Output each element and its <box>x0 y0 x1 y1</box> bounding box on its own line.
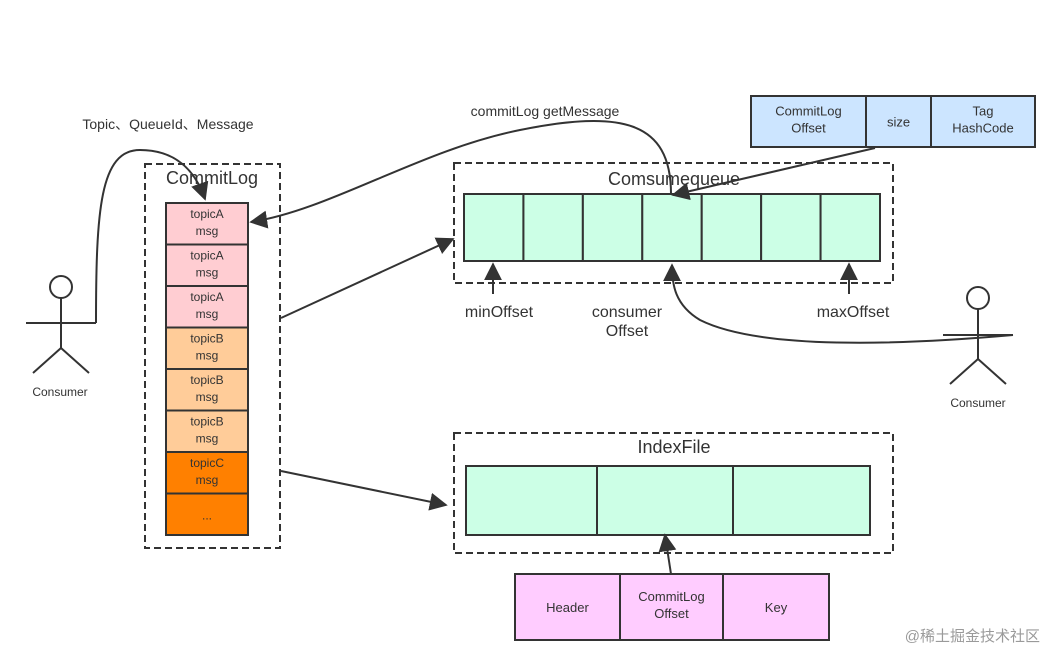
consumequeue-cell <box>522 193 584 262</box>
consumequeue-cell <box>463 193 525 262</box>
commitlog-cell-label-line2: msg <box>196 431 219 445</box>
consumequeue-cells <box>463 193 881 262</box>
consumequeue-cell <box>581 193 644 262</box>
commitlog-container <box>144 163 281 549</box>
commitlog-cell-label-line2: msg <box>196 390 219 404</box>
commitlog-cell <box>165 492 249 536</box>
cq-entry-field-label-line1: Tag <box>973 104 994 119</box>
commitlog-cell <box>165 368 249 412</box>
cq-entry-field-label-line2: Offset <box>791 121 826 136</box>
indexfile-container <box>453 432 894 554</box>
watermark: @稀土掘金技术社区 <box>905 628 1040 645</box>
index-entry-field-label-line2: Offset <box>654 606 689 621</box>
commitlog-cells: topicA msg topicA msg topicA msg topicB msg topi… <box>165 202 249 536</box>
min-offset-label: minOffset <box>465 304 534 321</box>
consumequeue-title: Comsumequeue <box>608 169 740 189</box>
commitlog-cell-label: ... <box>202 508 212 522</box>
commitlog-cell-label-line1: topicB <box>190 414 223 428</box>
get-message-arrow <box>249 120 672 229</box>
indexfile-cells <box>465 465 871 536</box>
get-message-note: commitLog getMessage <box>471 103 620 119</box>
commitlog-cell-label-line1: topicC <box>190 456 224 470</box>
commitlog-cell-label-line2: msg <box>196 473 219 487</box>
index-entry-field-label-line1: CommitLog <box>638 589 704 604</box>
consumequeue-cell <box>641 193 703 262</box>
commitlog-cell <box>165 243 249 287</box>
indexfile-title: IndexFile <box>637 437 710 457</box>
commitlog-cell-label-line1: topicA <box>190 290 223 304</box>
indexfile-cell <box>732 465 871 536</box>
max-offset-label: maxOffset <box>817 304 890 321</box>
consumequeue-cell <box>760 193 822 262</box>
commitlog-cell <box>165 326 249 370</box>
cq-entry-field-label-line2: HashCode <box>952 121 1013 136</box>
consumer-offset-label-line2: Offset <box>606 323 649 340</box>
commitlog-cell <box>165 202 249 246</box>
index-entry-field <box>722 573 830 641</box>
cq-entry-arrow <box>671 147 876 201</box>
commitlog-cell-label-line1: topicB <box>190 373 223 387</box>
write-arrow <box>95 148 209 324</box>
consumequeue-cell <box>700 193 763 262</box>
commitlog-cell-label-line1: topicB <box>190 331 223 345</box>
cq-entry-field-label: size <box>887 115 910 130</box>
indexfile-cell <box>596 465 734 536</box>
consumer-left-figure <box>26 275 96 374</box>
cq-entry-field <box>930 95 1036 148</box>
consumequeue-cell <box>819 193 881 262</box>
commitlog-cell-label-line1: topicA <box>190 207 223 221</box>
commitlog-cell-label-line1: topicA <box>190 248 223 262</box>
index-entry-field-label: Header <box>546 600 589 615</box>
commitlog-cell-label-line2: msg <box>196 224 219 238</box>
consumer-right-label: Consumer <box>950 396 1005 410</box>
commitlog-cell-label-line2: msg <box>196 265 219 279</box>
cq-entry-field-label-line1: CommitLog <box>775 104 841 119</box>
commitlog-cell-label-line2: msg <box>196 348 219 362</box>
commitlog-to-consumequeue-arrow <box>280 237 455 319</box>
consumer-offset-arrow <box>663 263 1014 344</box>
consumer-right-figure <box>943 286 1013 385</box>
commitlog-cell <box>165 285 249 329</box>
index-entry-field-label: Key <box>765 600 788 615</box>
message-fields-note: Topic、QueueId、Message <box>82 116 253 132</box>
commitlog-title: CommitLog <box>166 168 258 188</box>
consumequeue-container <box>453 162 894 284</box>
index-entry-arrow <box>658 533 677 575</box>
cq-entry-field <box>865 95 932 148</box>
indexfile-cell <box>465 465 598 536</box>
commitlog-to-indexfile-arrow <box>280 470 448 511</box>
consumer-left-label: Consumer <box>32 385 87 399</box>
consumer-offset-label-line1: consumer <box>592 304 663 321</box>
commitlog-cell-label-line2: msg <box>196 307 219 321</box>
